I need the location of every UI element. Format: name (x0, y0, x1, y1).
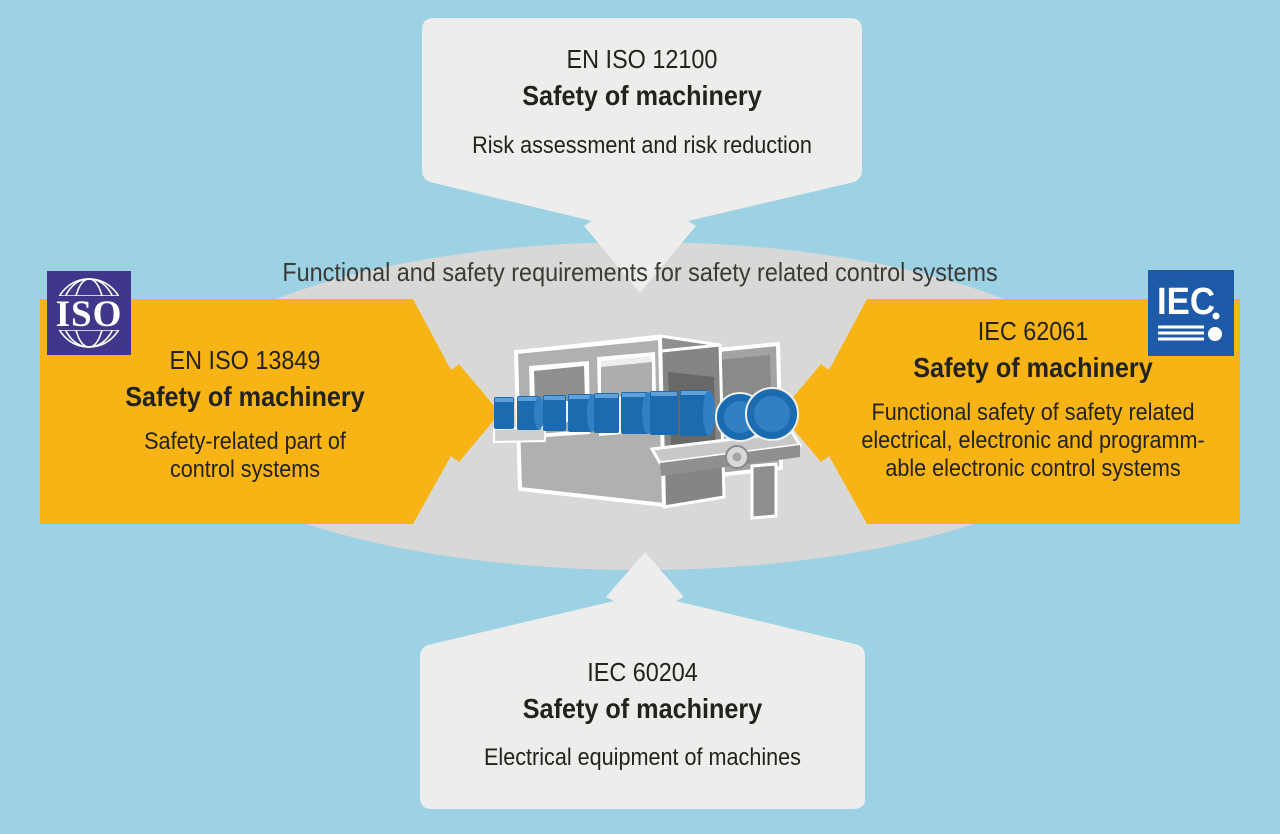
iso-logo-graphic: ISO (47, 271, 131, 355)
container-highlight (622, 393, 647, 397)
iec-logo: IEC (1148, 270, 1234, 356)
machine-window-middle-band (601, 362, 652, 398)
left-subtitle-line: control systems (169, 456, 321, 483)
conveyor-wheel-hub (732, 452, 742, 462)
iec-logo-dot (1208, 327, 1222, 341)
iso-logo: ISO (47, 271, 131, 355)
machine-illustration (493, 334, 803, 520)
right-standard-number: IEC 62061 (977, 316, 1089, 346)
right-subtitle-line: Functional safety of safety related (871, 399, 1195, 426)
left-standard-number: EN ISO 13849 (169, 345, 321, 375)
container (621, 392, 648, 434)
container-highlight (544, 396, 565, 400)
iec-logo-period-dot (1212, 312, 1220, 320)
container-highlight (518, 397, 538, 401)
container (543, 395, 566, 431)
right-standard-title: Safety of machinery (913, 352, 1153, 383)
container-end-face (754, 396, 790, 432)
container (517, 396, 539, 430)
iso-logo-text: ISO (56, 294, 123, 335)
container (680, 390, 709, 436)
top-standard-panel: EN ISO 12100 Safety of machinery Risk as… (422, 18, 862, 160)
top-standard-subtitle: Risk assessment and risk reduction (472, 132, 812, 159)
left-subtitle-line: Safety-related part of (144, 428, 346, 455)
iec-logo-graphic: IEC (1148, 270, 1234, 356)
container-highlight (569, 395, 591, 399)
container-highlight (595, 394, 618, 398)
iec-logo-text: IEC (1157, 281, 1215, 323)
container-highlight (495, 398, 513, 402)
container (494, 397, 514, 429)
machine-support-column (750, 462, 778, 520)
left-standard-panel: EN ISO 13849 Safety of machinery Safety-… (45, 299, 445, 484)
bottom-standard-number: IEC 60204 (587, 657, 698, 687)
right-standard-panel: IEC 62061 Safety of machinery Functional… (833, 299, 1233, 483)
right-subtitle-line: electrical, electronic and programm- (861, 427, 1205, 454)
container (594, 393, 619, 433)
bottom-standard-panel: IEC 60204 Safety of machinery Electrical… (420, 645, 865, 772)
blue-containers (494, 387, 799, 442)
right-subtitle-line: able electronic control systems (885, 455, 1181, 482)
container (650, 391, 678, 435)
container-highlight (681, 391, 708, 395)
left-standard-title: Safety of machinery (125, 381, 365, 412)
left-standard-box-shape (40, 299, 500, 524)
container-cap (703, 390, 715, 436)
central-requirement-text: Functional and safety requirements for s… (282, 257, 998, 287)
iso-text-band (52, 296, 126, 330)
top-panel-shape (422, 18, 862, 293)
container-cap (534, 396, 544, 430)
bottom-panel-shape (420, 552, 865, 809)
central-requirement-caption: Functional and safety requirements for s… (160, 256, 1120, 288)
bottom-standard-subtitle: Electrical equipment of machines (484, 744, 801, 771)
right-standard-subtitle: Functional safety of safety related elec… (833, 399, 1233, 483)
top-standard-number: EN ISO 12100 (566, 44, 718, 74)
bottom-standard-title: Safety of machinery (522, 693, 763, 724)
iec-logo-background (1148, 270, 1234, 356)
iec-logo-lines (1158, 325, 1204, 341)
left-standard-subtitle: Safety-related part of control systems (45, 428, 445, 484)
right-standard-box-shape (780, 299, 1240, 524)
container (568, 394, 592, 432)
container-highlight (651, 392, 677, 396)
top-standard-title: Safety of machinery (522, 80, 762, 111)
machine-window-left-opening (534, 366, 585, 403)
